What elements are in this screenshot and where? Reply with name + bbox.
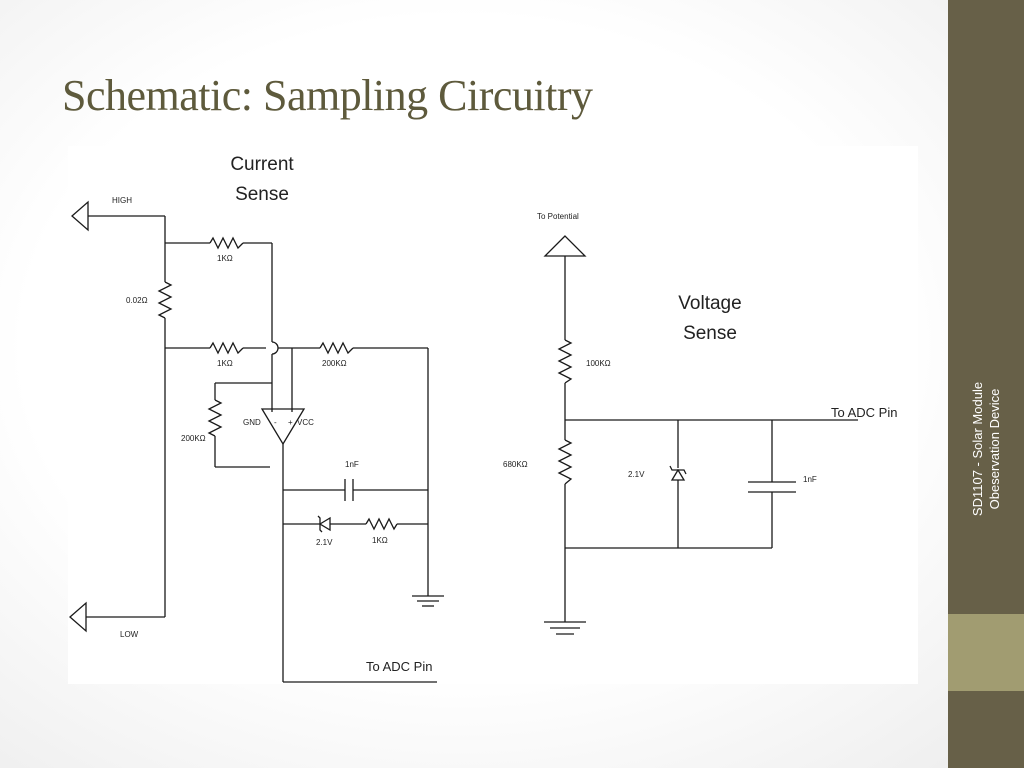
- bottom-divider-label: 680KΩ: [503, 460, 528, 469]
- output-resistor: [365, 517, 398, 531]
- voltage-sense-heading-line2: Sense: [683, 323, 737, 344]
- schematic-diagram: Current Sense HIGH LOW 0.02Ω 1KΩ 1KΩ 200…: [68, 146, 918, 684]
- ground-resistor: [207, 399, 223, 437]
- voltage-zener-bar: [669, 465, 687, 475]
- wire-hop: [271, 341, 279, 355]
- opamp-gnd-label: GND: [243, 418, 261, 427]
- current-sense-heading-line1: Current: [230, 154, 294, 175]
- voltage-adc-label: To ADC Pin: [831, 405, 897, 420]
- voltage-sense-heading-line1: Voltage: [678, 293, 741, 314]
- opamp-plus-label: +: [288, 418, 293, 427]
- low-terminal-symbol: [69, 601, 87, 633]
- voltage-zener-body: [670, 468, 686, 481]
- sidebar-caption-line2: Obeservation Device: [987, 388, 1002, 510]
- ground-resistor-label: 200KΩ: [181, 434, 206, 443]
- output-resistor-label: 1KΩ: [372, 536, 388, 545]
- voltage-sense-circuit: [543, 235, 858, 635]
- shunt-label: 0.02Ω: [126, 296, 148, 305]
- top-divider-resistor: [557, 339, 573, 384]
- current-sense-ground-symbol: [412, 595, 444, 607]
- feedback-resistor-label: 200KΩ: [322, 359, 347, 368]
- bottom-divider-resistor: [557, 439, 573, 485]
- sidebar-accent-block: [948, 614, 1024, 691]
- slide-title: Schematic: Sampling Circuitry: [62, 71, 593, 120]
- zener-diode-body: [318, 516, 331, 532]
- mid-input-resistor: [209, 341, 244, 355]
- voltage-zener-label: 2.1V: [628, 470, 645, 479]
- zener-diode-bar: [317, 515, 323, 533]
- top-resistor-label: 1KΩ: [217, 254, 233, 263]
- opamp-symbol: [260, 408, 306, 446]
- potential-terminal-symbol: [543, 235, 587, 257]
- current-zener-label: 2.1V: [316, 538, 333, 547]
- opamp-vcc-label: VCC: [297, 418, 314, 427]
- current-cap-label: 1nF: [345, 460, 359, 469]
- high-label: HIGH: [112, 196, 132, 205]
- sidebar-caption: SD1107 - Solar Module Obeservation Devic…: [969, 299, 1003, 599]
- top-divider-label: 100KΩ: [586, 359, 611, 368]
- current-adc-label: To ADC Pin: [366, 659, 432, 674]
- top-input-resistor: [209, 236, 244, 250]
- current-sense-heading-line2: Sense: [235, 184, 289, 205]
- voltage-sense-ground-symbol: [544, 621, 586, 635]
- schematic-svg: Current Sense HIGH LOW 0.02Ω 1KΩ 1KΩ 200…: [69, 154, 897, 683]
- current-sense-circuit: [69, 200, 444, 683]
- shunt-resistor: [157, 281, 173, 319]
- opamp-minus-label: -: [274, 418, 277, 427]
- potential-label: To Potential: [537, 212, 579, 221]
- mid-resistor-label: 1KΩ: [217, 359, 233, 368]
- sidebar-caption-line1: SD1107 - Solar Module: [970, 381, 985, 517]
- feedback-resistor: [319, 341, 354, 355]
- voltage-cap-label: 1nF: [803, 475, 817, 484]
- high-terminal-symbol: [71, 200, 89, 232]
- low-label: LOW: [120, 630, 139, 639]
